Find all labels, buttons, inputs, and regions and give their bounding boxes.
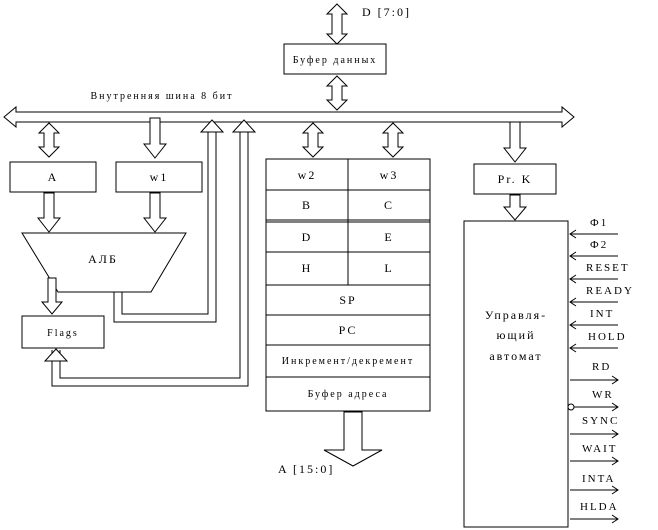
signal-hold: HOLD	[588, 331, 627, 343]
automaton-line1: Управля-	[485, 308, 547, 322]
internal-bus-label: Внутренняя шина 8 бит	[90, 91, 233, 102]
reg-sp-label: SP	[339, 293, 356, 307]
bus-w2-arrow	[301, 122, 325, 158]
a-to-alu-arrow	[36, 192, 62, 233]
buffer-bus-arrow	[325, 75, 349, 111]
alu-out-path-outer	[113, 130, 217, 323]
data-buffer-box	[283, 43, 387, 75]
signal-ready: READY	[586, 285, 634, 297]
signal-rd: RD	[592, 361, 611, 373]
instruction-reg-box	[473, 163, 557, 195]
reg-pc-label: PC	[339, 323, 358, 337]
signal-int: INT	[590, 308, 614, 320]
signal-wait: WAIT	[582, 443, 618, 455]
bus-w1-arrow	[142, 117, 168, 159]
flags-bus-arrowhead	[231, 119, 257, 133]
signal-reset: RESET	[586, 262, 630, 274]
automaton-line2: ющий	[496, 328, 535, 342]
control-automaton-box	[463, 220, 569, 528]
signal-phi1: Ф1	[590, 217, 608, 229]
signal-wr: WR	[592, 389, 614, 401]
output-signals: RD WR SYNC WAIT INTA HLDA	[567, 361, 619, 524]
automaton-line3: автомат	[489, 349, 542, 363]
flags-box	[21, 315, 105, 349]
reg-w1-label: w1	[150, 170, 169, 184]
reg-h-label: H	[302, 261, 313, 275]
data-bus-arrow	[325, 3, 349, 45]
data-bus-label: D [7:0]	[362, 5, 411, 19]
bus-w3-arrow	[381, 122, 405, 158]
reg-w2-label: w2	[298, 168, 317, 182]
reg-d-label: D	[302, 230, 313, 244]
data-buffer-label: Буфер данных	[293, 55, 378, 66]
bus-a-arrow	[37, 122, 61, 158]
alu-to-flags-arrow	[40, 277, 64, 315]
input-signals: Ф1 Ф2 RESET READY INT HOLD	[569, 217, 634, 353]
alu-shape	[21, 232, 187, 293]
address-buffer-label: Буфер адреса	[308, 389, 389, 400]
signal-inta: INTA	[582, 473, 615, 485]
inc-dec-label: Инкремент/декремент	[282, 356, 414, 367]
reg-a-label: A	[48, 170, 59, 184]
internal-bus	[3, 105, 575, 129]
reg-l-label: L	[384, 261, 393, 275]
reg-e-label: E	[384, 230, 393, 244]
alu-out-path-inner	[121, 130, 209, 315]
signal-hlda: HLDA	[580, 501, 619, 513]
address-bus-label: A [15:0]	[278, 462, 334, 476]
reg-c-label: C	[384, 198, 394, 212]
flags-path-inner	[59, 130, 241, 379]
alu-out-arrowhead	[199, 119, 225, 133]
flags-label: Flags	[47, 328, 79, 339]
reg-w1-box	[115, 161, 203, 193]
address-bus-arrow	[323, 411, 383, 467]
flags-path-outer	[51, 130, 249, 387]
reg-w3-label: w3	[380, 168, 399, 182]
reg-a-box	[9, 161, 97, 193]
flags-arrowhead	[43, 348, 69, 362]
signal-sync: SYNC	[582, 415, 619, 427]
reg-b-label: B	[302, 198, 312, 212]
alu-label: АЛБ	[88, 252, 118, 266]
signal-phi2: Ф2	[590, 239, 608, 251]
instruction-reg-label: Pr. K	[498, 172, 533, 186]
prk-to-automaton-arrow	[502, 194, 528, 221]
w1-to-alu-arrow	[142, 192, 168, 233]
bus-prk-arrow	[502, 121, 528, 163]
